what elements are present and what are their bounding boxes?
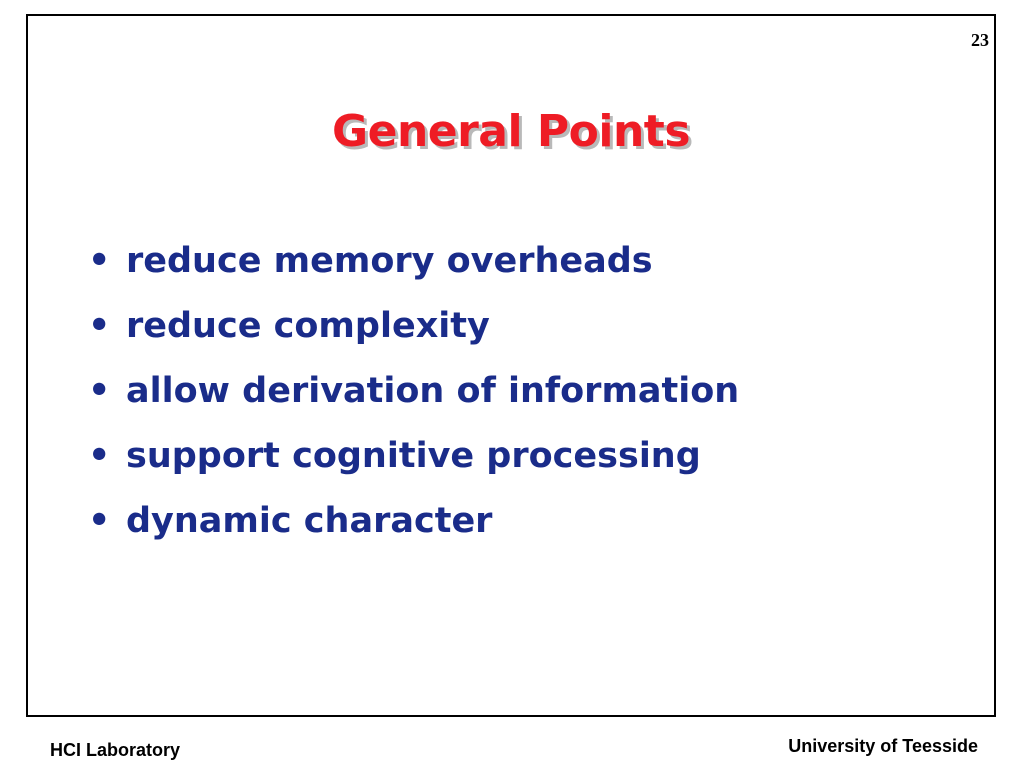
bullet-item: • support cognitive processing — [88, 436, 739, 501]
bullet-text: reduce memory overheads — [126, 241, 653, 281]
bullet-text: allow derivation of information — [126, 371, 740, 411]
footer-lab-name: HCI Laboratory — [50, 740, 181, 760]
bullet-item: • allow derivation of information — [88, 371, 739, 436]
slide-title: General Points — [331, 106, 691, 157]
bullet-text: support cognitive processing — [126, 436, 701, 476]
bullet-dot-icon: • — [88, 371, 111, 411]
bullet-dot-icon: • — [88, 436, 111, 476]
bullet-dot-icon: • — [88, 306, 111, 346]
bullet-list: • reduce memory overheads • reduce compl… — [88, 241, 739, 566]
bullet-item: • reduce complexity — [88, 306, 739, 371]
bullet-text: dynamic character — [126, 501, 493, 541]
bullet-dot-icon: • — [88, 241, 111, 281]
slide-number: 23 — [971, 30, 989, 50]
bullet-item: • dynamic character — [88, 501, 739, 566]
bullet-text: reduce complexity — [126, 306, 490, 346]
slide-frame: 23 General Points • reduce memory overhe… — [26, 14, 996, 717]
bullet-item: • reduce memory overheads — [88, 241, 739, 306]
bullet-dot-icon: • — [88, 501, 111, 541]
footer-university-name: University of Teesside — [788, 736, 978, 756]
